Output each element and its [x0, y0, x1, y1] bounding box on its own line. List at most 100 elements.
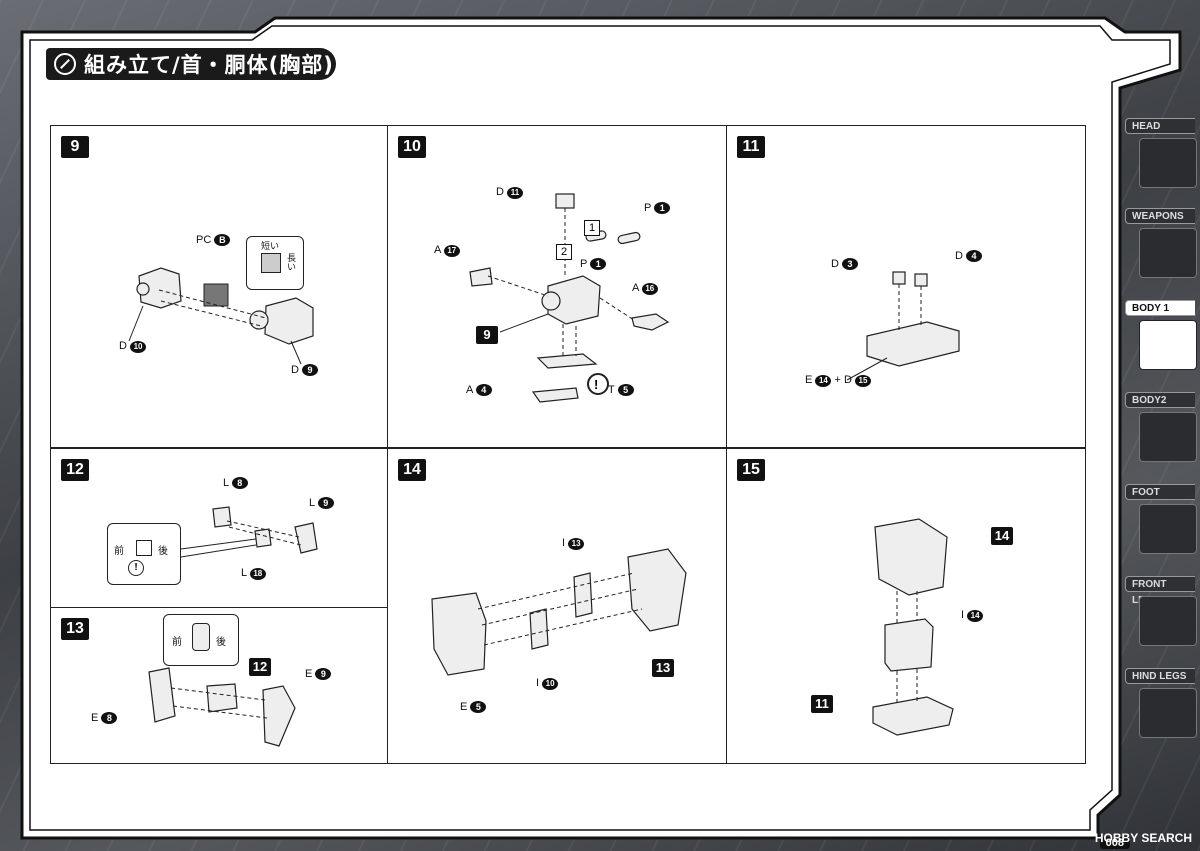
step-14-diagram [431, 548, 687, 676]
d9-label: D 9 [291, 364, 319, 376]
frame-part-d9 [249, 297, 314, 345]
step-number: 11 [737, 136, 765, 158]
frame-part-d10 [136, 267, 182, 309]
part-e8 [148, 667, 176, 723]
i14-label: I 14 [961, 609, 984, 622]
page-number: 008 [1099, 837, 1130, 849]
step-number: 9 [61, 136, 89, 158]
tab-head[interactable]: HEAD [1125, 118, 1197, 198]
step-number: 10 [398, 136, 426, 158]
step-13-panel: 13 前 後 12 E 9 E 8 [50, 607, 388, 764]
step-number: 12 [61, 459, 89, 481]
step-10-panel: 10 ! D 11 1 2 P 1 P 1 A 17 A 16 9 A 4 T … [387, 125, 727, 448]
ref-step-14: 14 [991, 527, 1013, 545]
step-11-panel: 11 D 3 D 4 E 14 + D 15 [726, 125, 1086, 448]
front-leg-icon [1139, 596, 1197, 646]
watermark: HOBBY SEARCH [1094, 831, 1192, 845]
a16-label: A 16 [632, 282, 658, 295]
caution-icon: ! [128, 560, 144, 576]
i10-label: I 10 [536, 677, 559, 690]
step-15-panel: 15 14 I 14 11 [726, 448, 1086, 764]
part-p1b [617, 231, 641, 245]
body-front-icon [1139, 320, 1197, 370]
step-10-diagram: ! [469, 193, 670, 403]
part-a4 [531, 387, 579, 403]
part-e9 [262, 685, 296, 747]
hind-leg-icon [1139, 688, 1197, 738]
tab-hind-legs[interactable]: HIND LEGS [1125, 668, 1197, 748]
step-9-diagram [128, 267, 314, 365]
step-13-diagram [148, 667, 296, 747]
d11-label: D 11 [496, 186, 524, 199]
step-number: 14 [398, 459, 426, 481]
part-i10 [529, 608, 549, 650]
page-title: 組み立て/首・胴体(胸部) [84, 53, 334, 77]
part-i14 [884, 618, 934, 672]
body-rear-icon [1139, 412, 1197, 462]
step-12-panel: 12 L 8 L 9 L 18 前 後 ! [50, 448, 388, 608]
e14-d15-label: E 14 + D 15 [805, 374, 871, 387]
frame-part-e5 [431, 592, 487, 676]
part-l9 [294, 522, 318, 554]
cannon-icon [1139, 228, 1197, 278]
part-12-assembly [206, 683, 238, 713]
step-number: 15 [737, 459, 765, 481]
i13-label: I 13 [562, 537, 585, 550]
part-l8 [212, 506, 232, 528]
ref-step-12: 12 [249, 658, 271, 676]
d10-label: D 10 [119, 340, 147, 353]
l9-label: L 9 [309, 497, 334, 509]
caution-icon [587, 373, 609, 395]
part-i13 [573, 572, 593, 618]
claw-icon [1139, 504, 1197, 554]
step-12-diagram [180, 506, 318, 558]
a4-label: A 4 [466, 384, 492, 396]
t5-label: T 5 [608, 384, 634, 396]
ref-step-11: 11 [811, 695, 833, 713]
orientation-note-box: 前 後 ! [107, 523, 181, 585]
d4-label: D 4 [955, 250, 983, 262]
step-11-diagram [846, 271, 960, 381]
d3-label: D 3 [831, 258, 859, 270]
chest-block-part [627, 548, 687, 632]
tab-weapons[interactable]: WEAPONS [1125, 208, 1197, 288]
step-number: 13 [61, 618, 89, 640]
poly-cap-part [203, 283, 229, 307]
base-assembly-11 [872, 696, 954, 736]
part-d11 [555, 193, 575, 209]
wrench-icon [54, 53, 76, 75]
e8-label: E 8 [91, 712, 118, 724]
part-d3 [892, 271, 906, 285]
svg-text:!: ! [594, 377, 598, 392]
e5-label: E 5 [460, 701, 487, 713]
p1-lower-label: P 1 [580, 258, 607, 270]
step-9-panel: 9 PC B 短い 長い D 10 D 9 [50, 125, 388, 448]
part-l18 [254, 528, 272, 548]
base-frame-part [866, 321, 960, 367]
order-box-2: 2 [556, 244, 572, 260]
wolf-head-icon [1139, 138, 1197, 188]
part-t5 [536, 353, 598, 369]
pc-b-label: PC B [196, 234, 231, 246]
page-header: 組み立て/首・胴体(胸部) [46, 48, 336, 80]
order-box-1: 1 [584, 220, 600, 236]
step-14-panel: 14 I 13 I 10 E 5 13 [387, 448, 727, 764]
tab-front-legs[interactable]: FRONT LEGS [1125, 576, 1197, 656]
part-a17 [469, 267, 493, 287]
chest-assembly-14 [874, 518, 948, 596]
ref-step-13: 13 [652, 659, 674, 677]
ref-step-9: 9 [476, 326, 498, 344]
tab-foot[interactable]: FOOT [1125, 484, 1197, 564]
l8-label: L 8 [223, 477, 248, 489]
part-d4 [914, 273, 928, 287]
tab-body2[interactable]: BODY2 [1125, 392, 1197, 472]
l18-label: L 18 [241, 567, 266, 580]
step-15-diagram [872, 518, 954, 736]
a17-label: A 17 [434, 244, 460, 257]
length-note-box: 短い 長い [246, 236, 304, 290]
p1-upper-label: P 1 [644, 202, 671, 214]
orientation-note-box: 前 後 [163, 614, 239, 666]
tab-body1[interactable]: BODY 1 [1125, 300, 1197, 380]
e9-label: E 9 [305, 668, 332, 680]
part-a16 [631, 313, 670, 331]
